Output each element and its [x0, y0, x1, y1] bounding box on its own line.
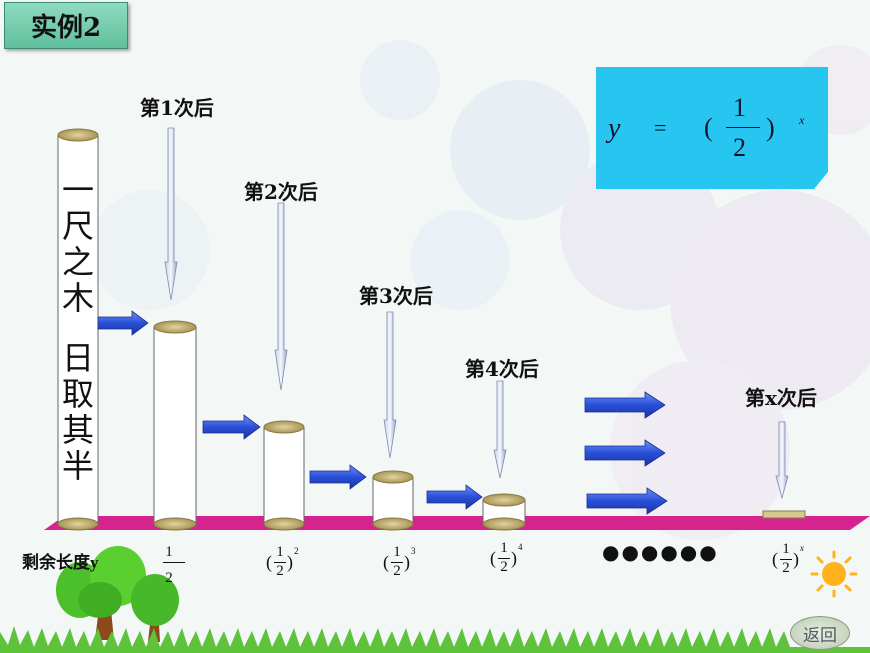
formula-lparen: ( [704, 113, 713, 142]
back-button[interactable]: 返回 [790, 616, 850, 650]
log-after-3 [372, 470, 414, 531]
background-bubbles [90, 40, 870, 540]
log-after-4 [482, 493, 526, 531]
proverb-line-1: 一 尺 之 木 [61, 171, 94, 317]
step-label-2: 第2次后 [244, 180, 318, 204]
step-label-3: 第3次后 [359, 284, 433, 308]
formula-exponent: x [799, 113, 805, 127]
tree-icons [56, 546, 179, 642]
remaining-length-label: 剩余长度y [22, 553, 99, 572]
log-after-1 [153, 320, 197, 531]
log-after-x [762, 510, 806, 519]
log-full [57, 128, 99, 531]
formula-y: y [608, 113, 621, 144]
step-label-1: 第1次后 [140, 96, 214, 120]
step-label-x: 第x次后 [745, 386, 817, 410]
value-after-1: 1 2 [163, 544, 193, 589]
value-after-x: ( 1 2 ) x [772, 541, 804, 576]
grass-decoration [0, 626, 870, 653]
formula-fraction-bar [726, 127, 760, 128]
rail [44, 516, 870, 530]
formula-rparen: ) [766, 113, 775, 142]
formula-box: y = ( 1 2 ) x [596, 67, 828, 189]
ellipsis-dots: ●●●●●● [602, 540, 719, 564]
page-title: 实例2 [4, 2, 128, 49]
sun-icon [810, 550, 858, 598]
step-label-4: 第4次后 [465, 357, 539, 381]
formula-numerator: 1 [733, 93, 746, 122]
log-after-2 [263, 420, 305, 531]
down-arrow-icons [164, 127, 789, 500]
value-after-2: ( 1 2 ) 2 [266, 544, 299, 579]
formula-denominator: 2 [733, 133, 746, 162]
formula-equals: = [654, 115, 667, 140]
value-after-4: ( 1 2 ) 4 [490, 540, 523, 575]
value-after-3: ( 1 2 ) 3 [383, 544, 416, 579]
proverb-line-2: 日 取 其 半 [61, 339, 94, 485]
right-arrow-icons [97, 310, 668, 515]
